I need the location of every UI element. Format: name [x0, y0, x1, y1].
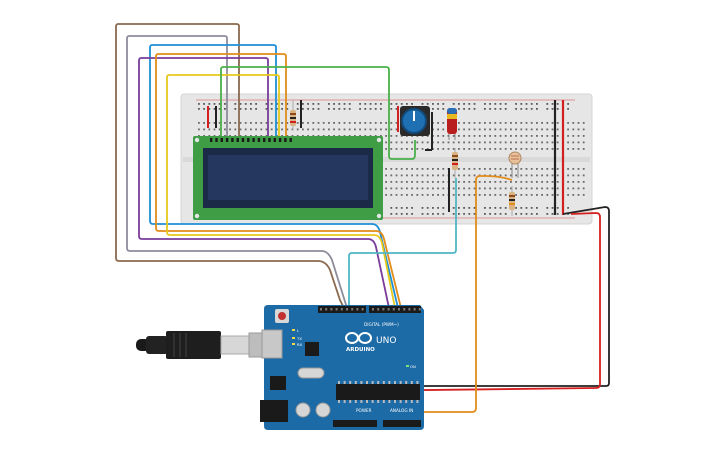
wire-blue — [149, 44, 399, 309]
capacitor-1 — [295, 402, 311, 418]
wire-purple — [138, 57, 390, 309]
atmega-chip-pins — [338, 381, 419, 403]
usb-cable — [136, 331, 278, 359]
analog-header — [383, 420, 421, 427]
lcd-wires — [115, 23, 457, 309]
resistor-led — [452, 148, 458, 178]
wire-orange — [155, 53, 402, 309]
photoresistor — [508, 151, 522, 178]
led-l — [292, 329, 295, 331]
usb-chip — [305, 342, 319, 356]
led-on — [406, 365, 409, 367]
digital-header-2 — [369, 306, 421, 313]
usb-jack — [261, 329, 283, 359]
digital-header-pins — [320, 308, 421, 311]
led-rx — [292, 343, 295, 345]
wire-orange-analog — [414, 175, 513, 413]
resistor-lcd-backlight — [290, 100, 296, 130]
power-label: POWER — [356, 408, 372, 413]
wire-green — [220, 66, 416, 160]
arduino-logo — [345, 332, 372, 344]
lcd-mount-hole-br — [376, 213, 382, 219]
potentiometer — [397, 106, 433, 151]
led-tx — [292, 337, 295, 339]
wire-yellow — [166, 74, 396, 309]
lcd-screen — [208, 155, 368, 200]
wire-brown — [115, 23, 345, 309]
regulator — [270, 376, 286, 390]
power-header — [333, 420, 377, 427]
lcd-pin-header — [210, 138, 292, 142]
led — [447, 108, 457, 140]
resistor-ldr — [509, 186, 515, 216]
arduino-model-text: UNO — [376, 336, 396, 346]
lcd-mount-hole-tl — [194, 137, 200, 143]
l-label: L — [297, 328, 300, 333]
crystal — [297, 367, 325, 379]
wire-gray — [126, 35, 348, 309]
on-label: ON — [410, 364, 416, 369]
lcd-mount-hole-bl — [194, 213, 200, 219]
lcd-module — [193, 136, 383, 220]
breadboard-center-channel — [183, 157, 590, 162]
analog-label: ANALOG IN — [390, 408, 413, 413]
arduino-brand-text: ARDUINO — [346, 347, 375, 353]
tx-label: TX — [296, 336, 302, 341]
wire-cyan — [348, 178, 457, 308]
capacitor-2 — [315, 402, 331, 418]
rx-label: RX — [297, 342, 303, 347]
lcd-mount-hole-tr — [376, 137, 382, 143]
digital-label: DIGITAL (PWM~) — [364, 322, 399, 327]
arduino-uno: ARDUINO UNO DIGITAL (PWM~) ANALOG IN POW… — [260, 305, 424, 430]
power-jack — [260, 400, 288, 422]
atmega-chip — [336, 384, 420, 400]
reset-button[interactable] — [278, 312, 286, 320]
